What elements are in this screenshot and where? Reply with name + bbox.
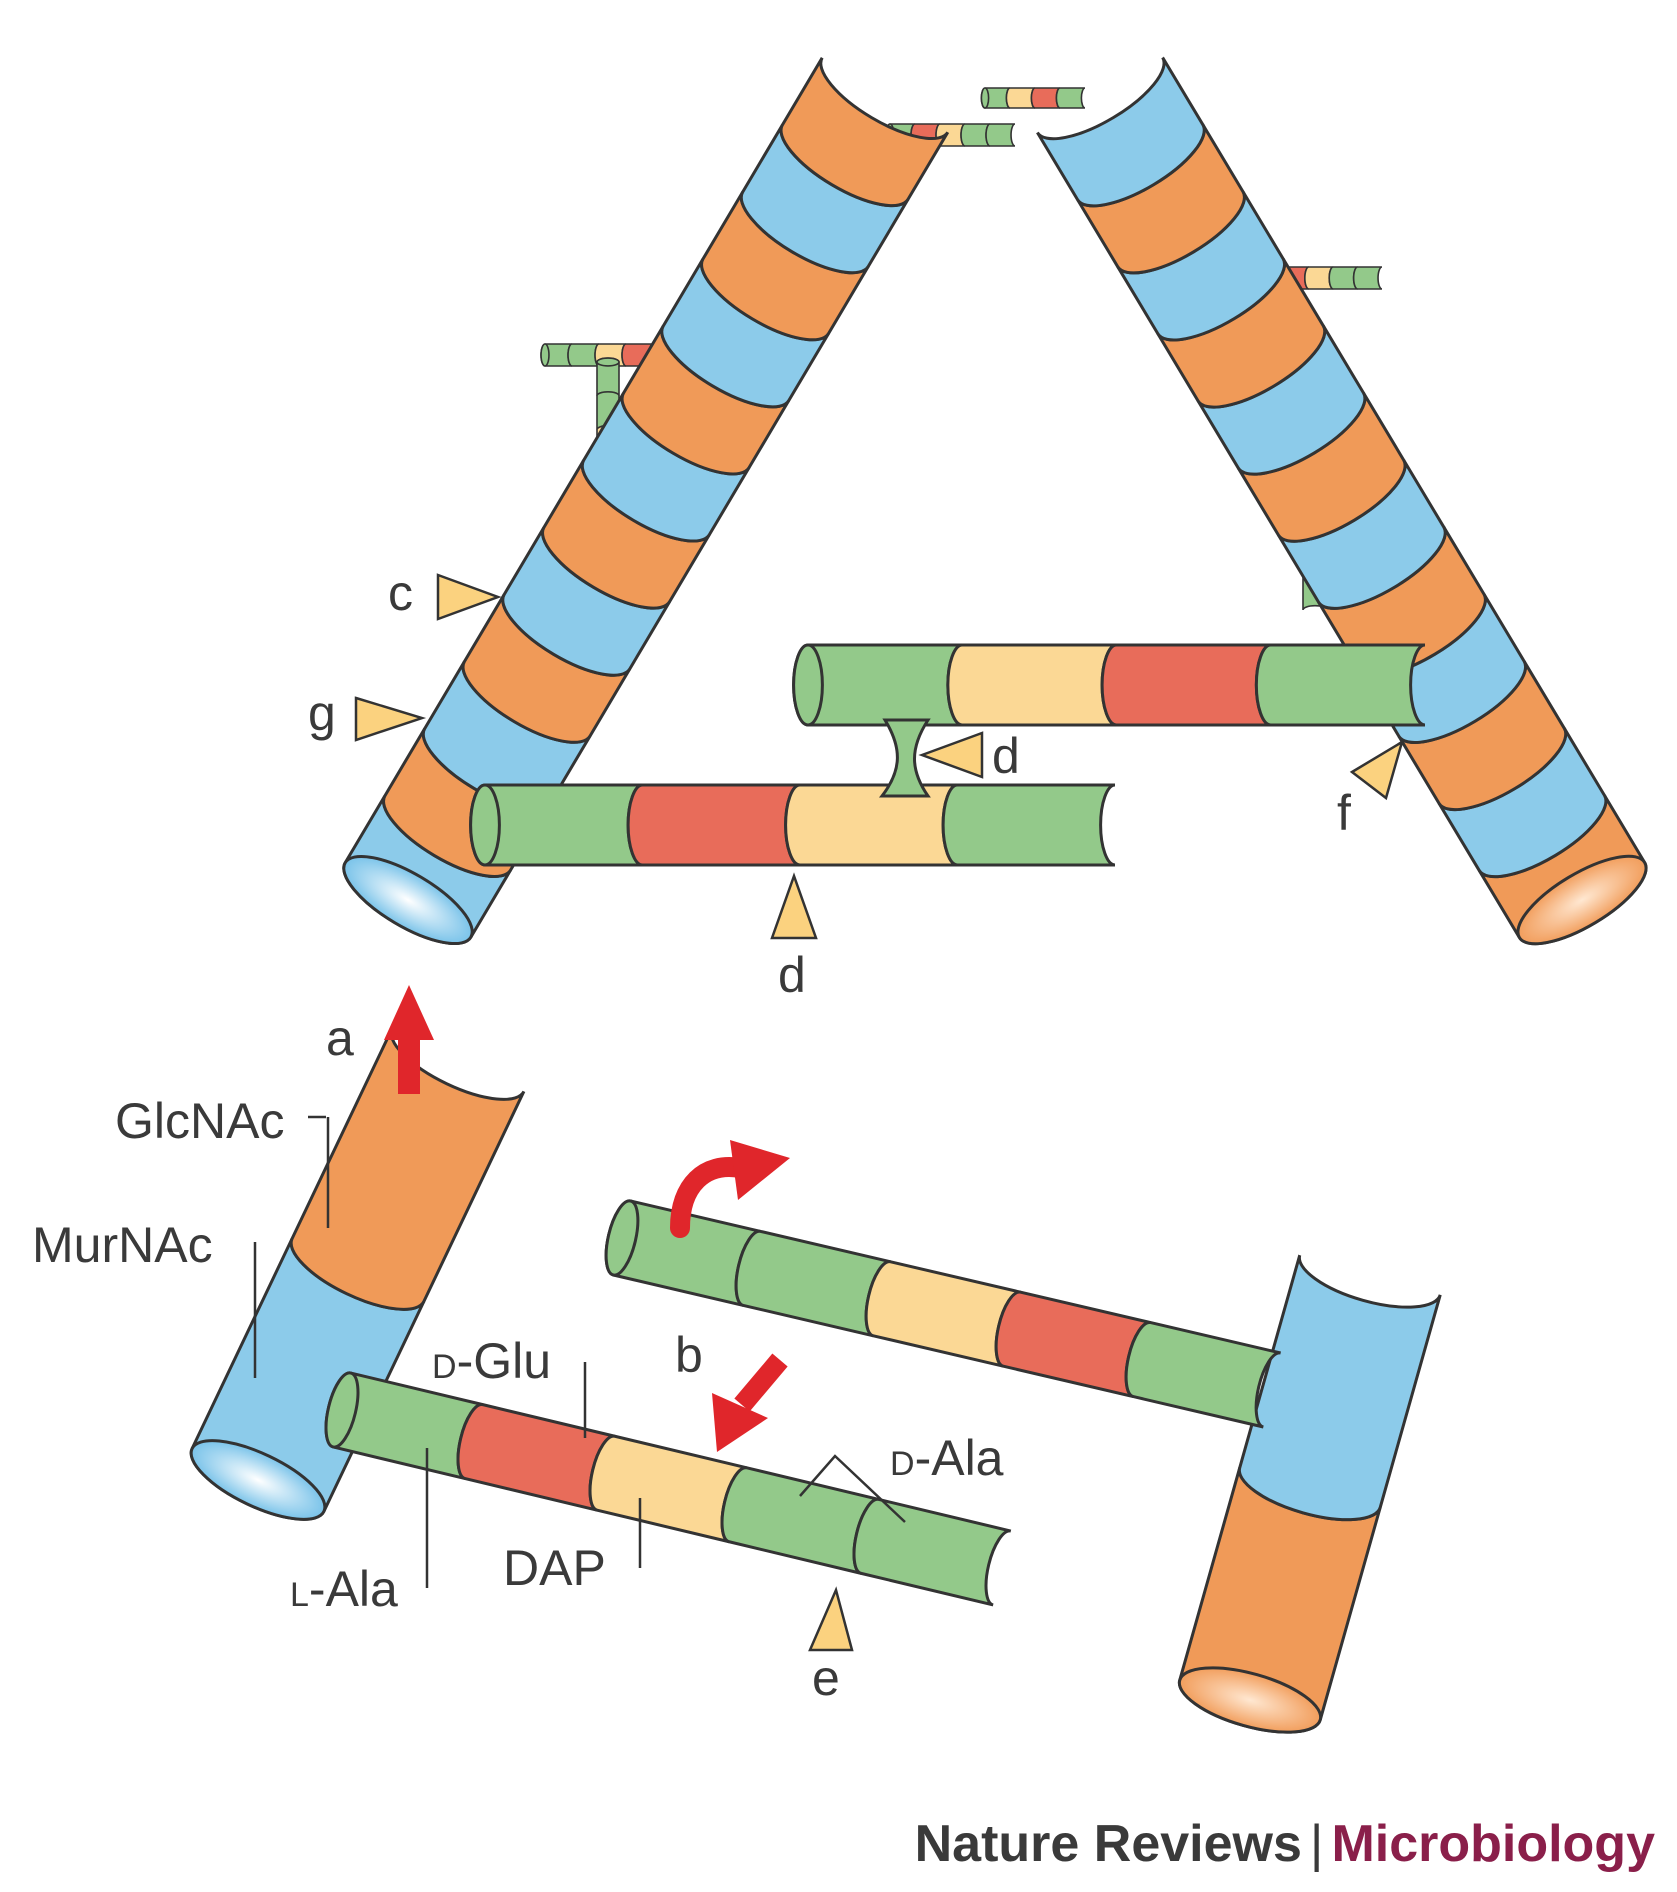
monomer-right-peptide [604,1199,1281,1429]
label-d-ala: D-Ala [890,1430,1004,1486]
arrow-a-icon [384,985,434,1094]
marker-c-label: c [388,565,413,621]
arrow-curved-icon [670,1140,790,1238]
marker-f-icon [1349,739,1405,801]
marker-a-label: a [326,1010,354,1066]
monomer-left-peptide [324,1371,1012,1607]
marker-e-label: e [812,1650,840,1706]
marker-g-label: g [308,685,336,741]
monomer-left-glycan [189,1027,526,1521]
marker-d-bottom-label: d [778,947,806,1003]
label-d-glu: D-Glu [432,1333,551,1389]
cylinders-layer [189,56,1648,1734]
crosslink-bridge [878,718,931,798]
glycan-strand-left [342,57,950,946]
marker-e-icon [808,1586,854,1652]
arrow-b-icon [712,1353,788,1452]
label-dap: DAP [503,1540,606,1596]
label-l-ala: L-Ala [290,1561,398,1617]
label-murnac: MurNAc [32,1217,213,1273]
credit-separator: | [1309,1815,1324,1873]
marker-d-bottom-shape-icon [770,872,818,940]
leader-lines [253,1115,906,1588]
marker-g-icon [354,696,427,742]
peptide-small-4 [980,87,1086,109]
peptide-lower [469,783,1116,867]
journal-credit: Nature Reviews|Microbiology [915,1814,1655,1874]
monomer-right-glycan [1177,1254,1442,1734]
label-glcnac: GlcNAc [115,1093,284,1149]
credit-section: Microbiology [1331,1815,1655,1873]
credit-journal: Nature Reviews [914,1815,1302,1873]
marker-d-top-icon [918,731,984,779]
marker-c-icon [436,573,502,621]
marker-f-label: f [1337,785,1351,841]
glycan-strand-right [1036,56,1648,946]
peptide-upper [792,643,1426,727]
marker-b-label: b [675,1327,703,1383]
marker-d-top-label: d [992,728,1020,784]
